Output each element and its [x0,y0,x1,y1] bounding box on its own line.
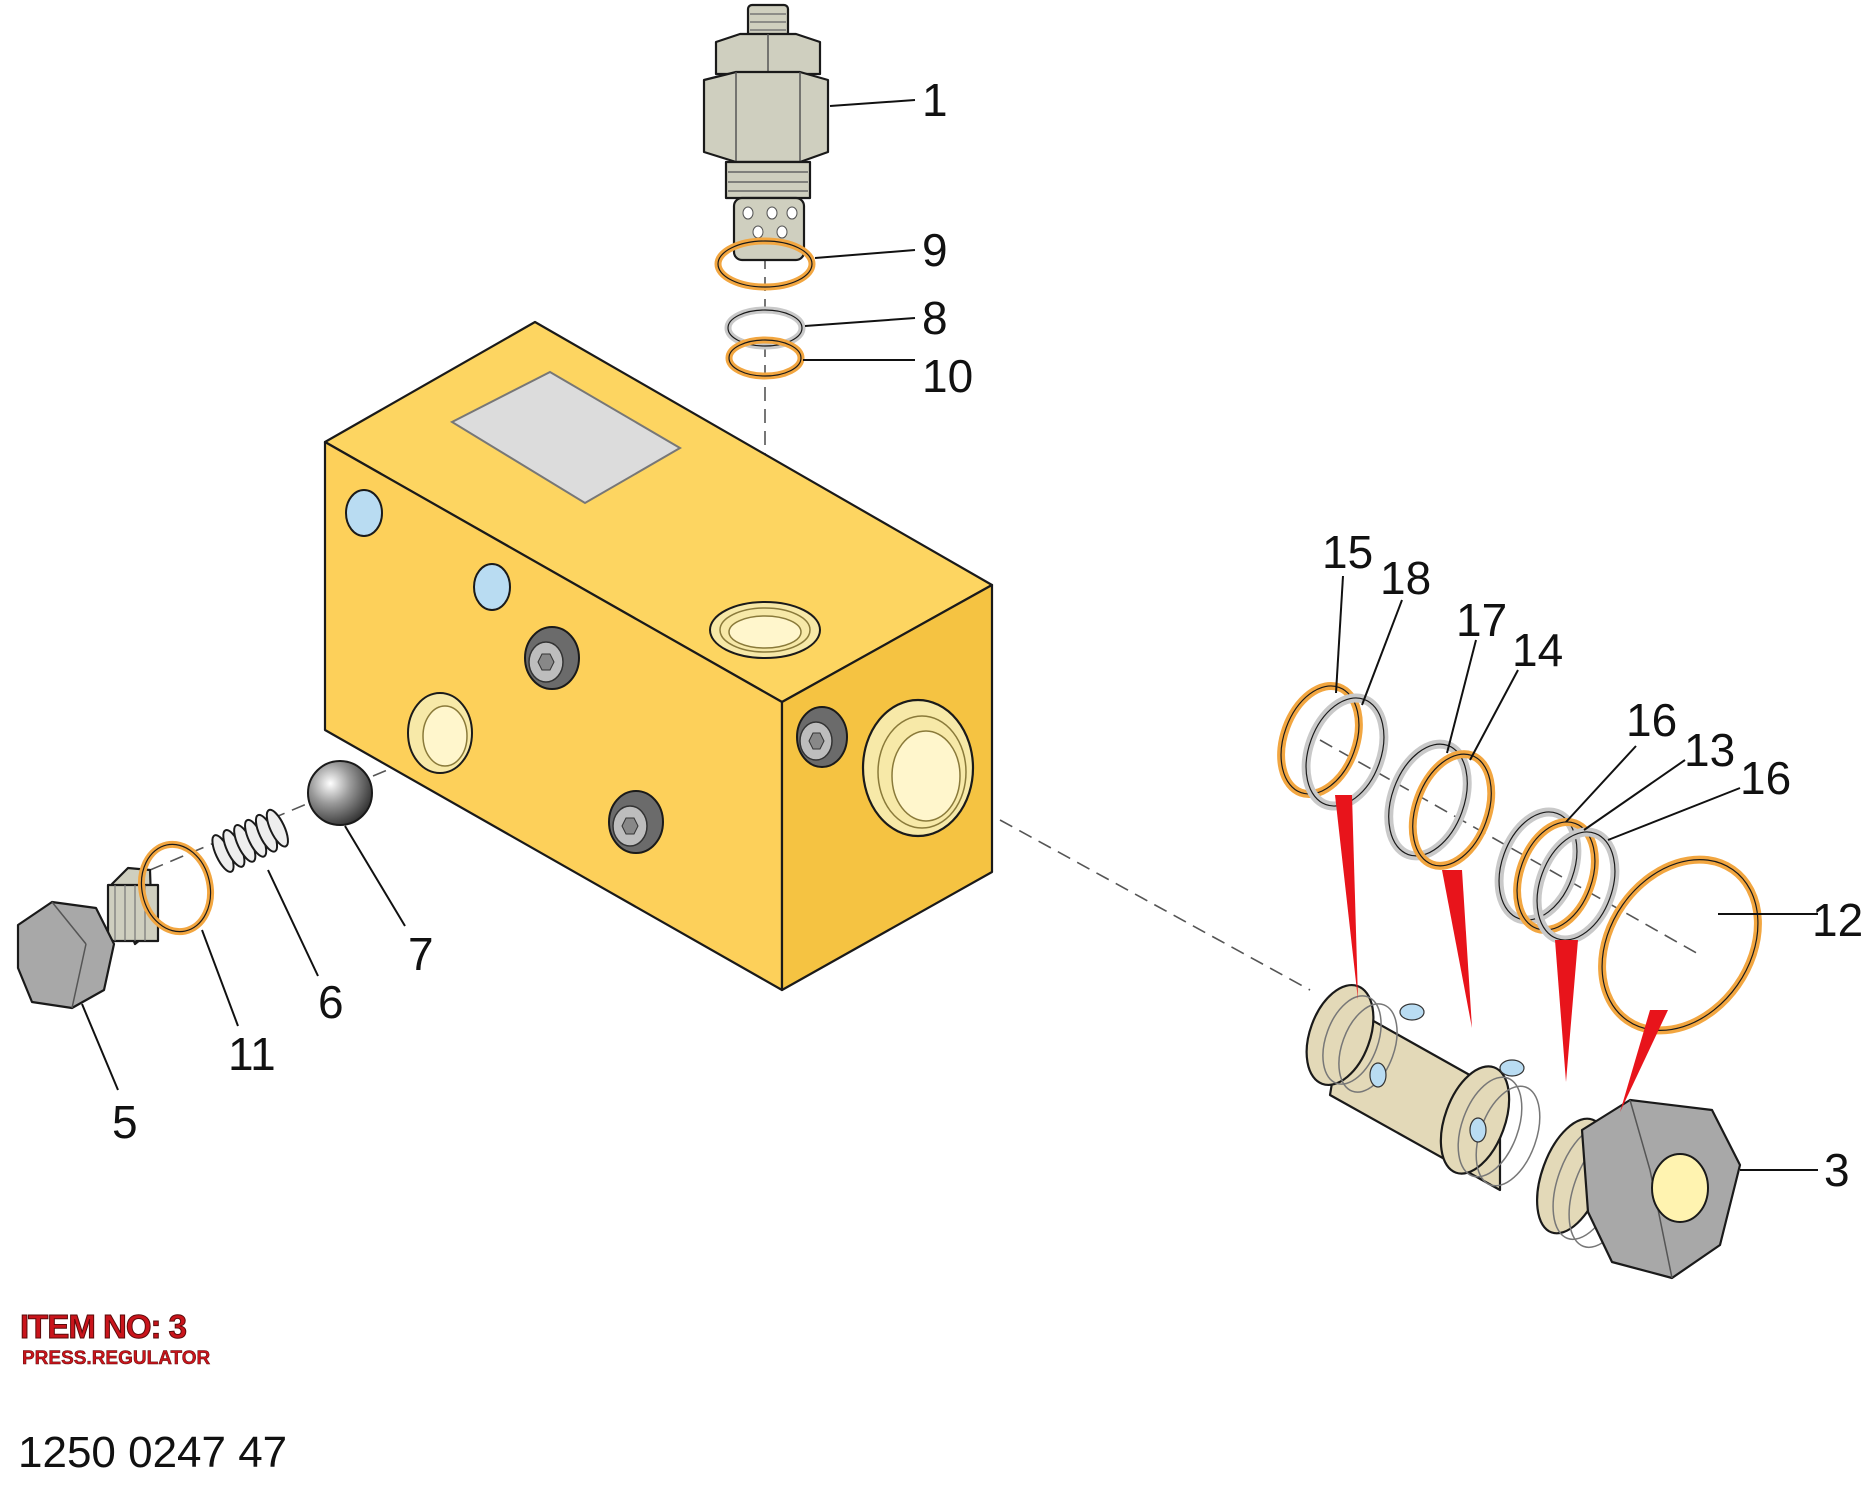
axis-seal-stack [1319,739,1701,956]
callout-14: 14 [1512,624,1563,676]
ring-12 [1598,855,1762,1035]
item-description: PRESS.REGULATOR [22,1348,211,1370]
ball-7 [307,760,373,826]
regulator-cartridge [1305,983,1742,1280]
axis-main-port [999,819,1311,991]
callout-8: 8 [922,292,948,344]
callout-18: 18 [1380,552,1431,604]
socket-plug [608,790,664,854]
callout-10: 10 [922,350,973,402]
callout-5: 5 [112,1096,138,1148]
callout-6: 6 [318,976,344,1028]
callout-15: 15 [1322,526,1373,578]
plug-5 [16,866,160,1010]
red-pointers [1335,795,1668,1112]
top-port [709,601,821,659]
valve-block [323,320,994,992]
side-port [407,692,473,774]
part-number: 1250 0247 47 [18,1428,288,1477]
callout-11: 11 [228,1028,276,1080]
callout-16-a: 16 [1626,694,1677,746]
socket-plug [796,706,848,768]
item-number-title: ITEM NO: 3 [19,1308,187,1346]
blue-port [345,489,383,537]
callout-16-b: 16 [1740,752,1791,804]
blue-port [473,563,511,611]
spring-6 [211,808,289,873]
callout-7: 7 [408,928,434,980]
socket-plug [524,626,580,690]
callout-12: 12 [1812,894,1863,946]
callout-13: 13 [1684,724,1735,776]
axis-side-port [149,751,431,871]
callout-17: 17 [1456,594,1507,646]
callout-3: 3 [1824,1144,1850,1196]
callout-9: 9 [922,224,948,276]
callout-1: 1 [922,74,948,126]
relief-cartridge [702,3,830,262]
main-port [861,698,975,838]
name-plate [449,370,682,505]
seal-stack [1277,681,1762,1035]
